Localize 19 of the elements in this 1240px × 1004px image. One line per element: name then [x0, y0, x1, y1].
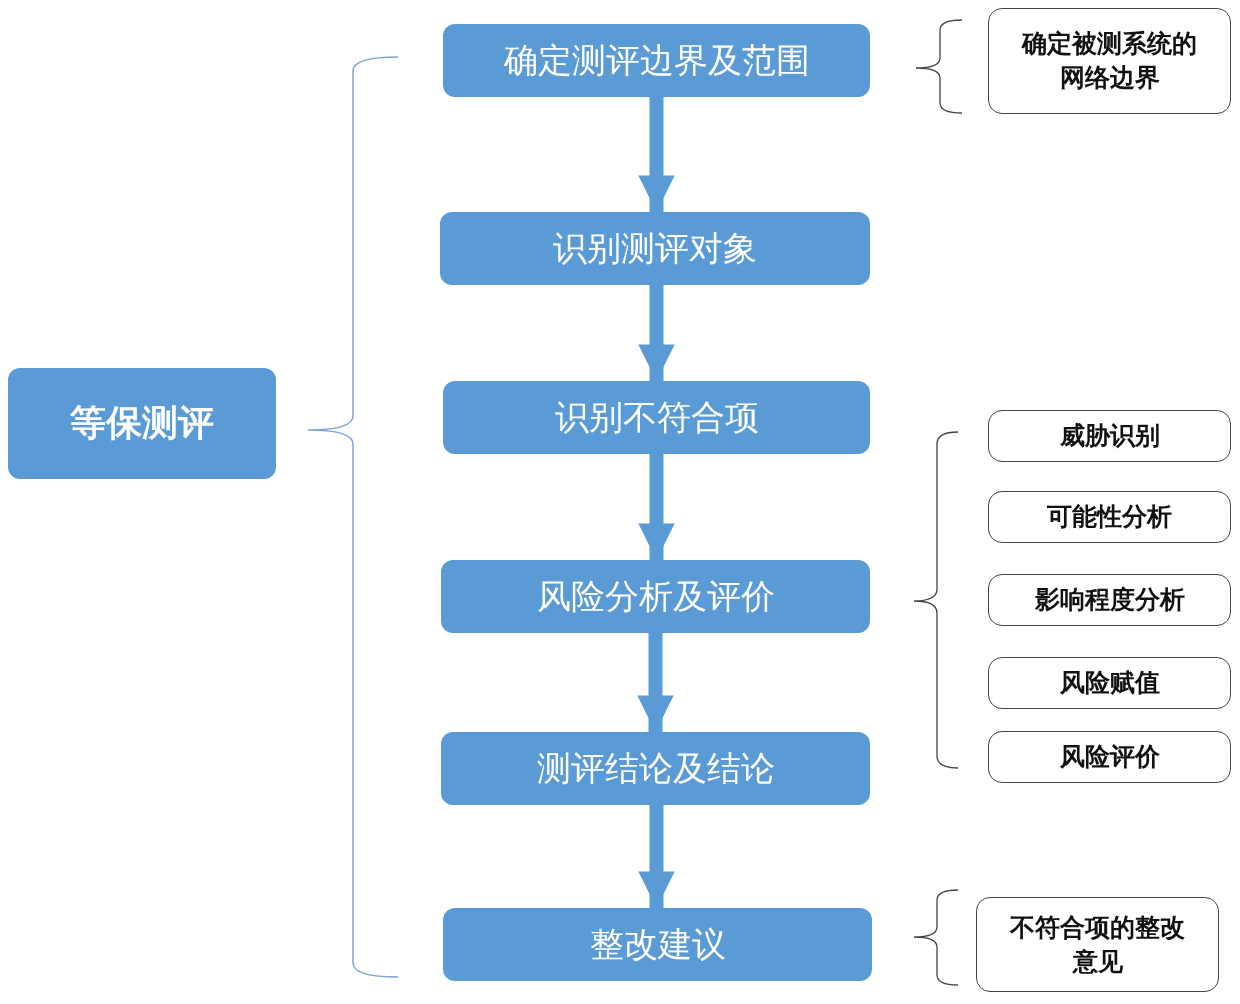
process-box: 识别不符合项	[443, 381, 870, 454]
down-arrow	[638, 454, 675, 560]
process-box: 识别测评对象	[440, 212, 870, 285]
detail-box: 风险赋值	[988, 657, 1231, 709]
process-box: 风险分析及评价	[441, 560, 870, 633]
detail-box: 影响程度分析	[988, 574, 1231, 626]
down-arrow	[638, 805, 675, 908]
process-box: 整改建议	[443, 908, 872, 981]
down-arrow	[638, 97, 675, 212]
detail-box: 可能性分析	[988, 491, 1231, 543]
down-arrow	[638, 285, 675, 381]
detail-box: 确定被测系统的网络边界	[988, 8, 1231, 114]
process-box: 等保测评	[8, 368, 276, 479]
down-arrow	[637, 633, 674, 732]
detail-box: 威胁识别	[988, 410, 1231, 462]
detail-box: 不符合项的整改意见	[976, 897, 1219, 992]
process-box: 测评结论及结论	[441, 732, 870, 805]
process-box: 确定测评边界及范围	[443, 24, 870, 97]
detail-box: 风险评价	[988, 731, 1231, 783]
